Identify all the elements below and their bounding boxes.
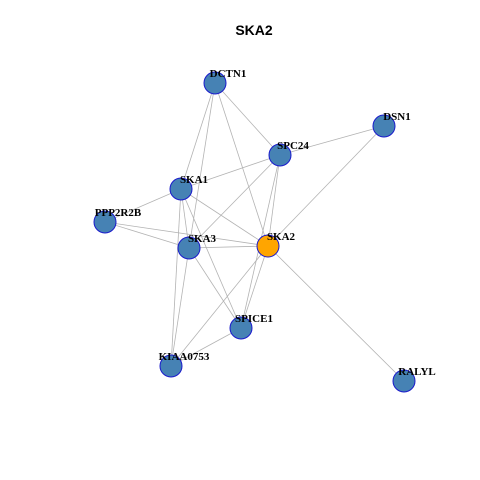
edge-ska2-ralyl (267, 245, 405, 382)
edge-ppp2r2b-ska3 (104, 221, 190, 249)
nodes-layer (93, 71, 416, 393)
node-label-ppp2r2b: PPP2R2B (95, 207, 142, 219)
node-kiaa0753[interactable] (159, 354, 183, 378)
node-spice1[interactable] (229, 316, 253, 340)
edge-ska3-ska2 (188, 245, 269, 249)
edge-spice1-kiaa0753 (170, 327, 242, 367)
edge-dctn1-ska1 (180, 82, 216, 190)
edge-ska1-spice1 (180, 188, 242, 329)
node-ralyl[interactable] (392, 369, 416, 393)
node-label-dctn1: DCTN1 (210, 68, 247, 80)
edge-dctn1-ska3 (188, 82, 216, 249)
node-label-ska1: SKA1 (180, 174, 208, 186)
edge-dsn1-spc24 (279, 125, 385, 156)
edge-ska2-spice1 (240, 245, 269, 329)
edge-dctn1-ska2 (214, 82, 269, 247)
node-label-ska2: SKA2 (267, 231, 296, 243)
edge-ska1-kiaa0753 (170, 188, 182, 367)
node-label-dsn1: DSN1 (383, 111, 411, 123)
graph-title: SKA2 (235, 22, 273, 38)
edges-layer (104, 82, 405, 382)
edge-ska2-kiaa0753 (170, 245, 269, 367)
node-ppp2r2b[interactable] (93, 210, 117, 234)
node-label-spc24: SPC24 (277, 140, 309, 152)
edge-dsn1-ska2 (267, 125, 385, 247)
node-dsn1[interactable] (372, 114, 396, 138)
node-ska3[interactable] (177, 236, 201, 260)
edge-ska3-kiaa0753 (170, 247, 190, 367)
edge-ska3-spice1 (188, 247, 242, 329)
node-dctn1[interactable] (203, 71, 227, 95)
node-label-ska3: SKA3 (188, 233, 217, 245)
edge-spc24-ska1 (180, 154, 281, 190)
edge-ska1-ppp2r2b (104, 188, 182, 223)
edge-dctn1-spc24 (214, 82, 281, 156)
node-spc24[interactable] (268, 143, 292, 167)
node-ska1[interactable] (169, 177, 193, 201)
edge-spc24-ska2 (267, 154, 281, 247)
node-ska2[interactable] (256, 234, 280, 258)
edge-ska1-ska2 (180, 188, 269, 247)
node-label-ralyl: RALYL (398, 366, 436, 378)
edge-ppp2r2b-ska2 (104, 221, 269, 247)
node-label-spice1: SPICE1 (235, 313, 273, 325)
edge-spc24-ska3 (188, 154, 281, 249)
node-label-kiaa0753: KIAA0753 (159, 351, 210, 363)
